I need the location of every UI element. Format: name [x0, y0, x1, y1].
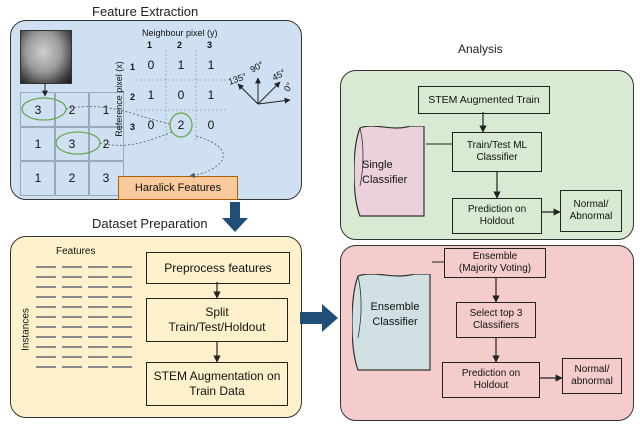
image-cell: 3 — [20, 92, 56, 128]
ensemble-prediction-box: Prediction on Holdout — [442, 362, 540, 398]
glcm-cell: 1 — [207, 88, 215, 102]
ensemble-voting-box: Ensemble (Majority Voting) — [444, 248, 546, 278]
feature-to-dataset-arrow — [222, 202, 248, 232]
glcm-cell: 1 — [207, 58, 215, 72]
feature-table — [36, 266, 132, 368]
reference-row-3: 3 — [130, 122, 136, 132]
image-cell: 2 — [54, 160, 90, 196]
neighbour-pixel-label: Neighbour pixel (y) — [142, 28, 218, 38]
preprocess-features-box: Preprocess features — [146, 252, 290, 284]
glcm-cell: 0 — [147, 118, 155, 132]
image-cell: 3 — [54, 126, 90, 162]
glcm-cell: 2 — [177, 118, 185, 132]
neighbour-col-2: 2 — [177, 40, 183, 50]
glcm-cell: 0 — [147, 58, 155, 72]
glcm-cell: 1 — [177, 58, 185, 72]
select-top-3-box: Select top 3 Classifiers — [456, 302, 536, 338]
neighbour-col-1: 1 — [147, 40, 153, 50]
glcm-cell: 0 — [207, 118, 215, 132]
ensemble-classifier-doc — [352, 274, 431, 371]
haralick-features-box: Haralick Features — [118, 176, 238, 200]
features-label: Features — [56, 246, 96, 257]
split-box: Split Train/Test/Holdout — [146, 298, 288, 342]
image-cell: 1 — [20, 126, 56, 162]
image-cell: 2 — [54, 92, 90, 128]
stem-augmentation-box: STEM Augmentation on Train Data — [146, 362, 288, 406]
reference-pixel-label: Reference pixel (x) — [114, 61, 124, 137]
instances-label: Instances — [20, 308, 32, 351]
train-test-classifier-box: Train/Test ML Classifier — [452, 132, 542, 172]
stem-augmented-train-box: STEM Augmented Train — [418, 86, 550, 114]
glcm-grid: 0 1 1 1 0 1 0 2 0 — [136, 50, 226, 140]
analysis-title: Analysis — [458, 42, 503, 56]
image-pixel-grid: 3 2 1 1 3 2 1 2 3 — [20, 92, 124, 196]
single-output-box: Normal/ Abnormal — [560, 190, 622, 232]
neighbour-col-3: 3 — [207, 40, 213, 50]
reference-row-1: 1 — [130, 62, 136, 72]
ensemble-output-box: Normal/ abnormal — [562, 358, 622, 394]
glcm-cell: 0 — [177, 88, 185, 102]
reference-row-2: 2 — [130, 92, 136, 102]
single-classifier-label: Single Classifier — [362, 159, 408, 186]
single-classifier-doc — [354, 126, 425, 217]
ensemble-classifier-label: Ensemble Classifier — [370, 301, 420, 328]
dataset-to-analysis-arrow — [300, 304, 338, 332]
dataset-preparation-title: Dataset Preparation — [92, 216, 208, 231]
texture-image — [20, 30, 72, 84]
feature-extraction-title: Feature Extraction — [92, 4, 199, 19]
single-prediction-box: Prediction on Holdout — [452, 198, 542, 234]
image-cell: 1 — [20, 160, 56, 196]
glcm-cell: 1 — [147, 88, 155, 102]
